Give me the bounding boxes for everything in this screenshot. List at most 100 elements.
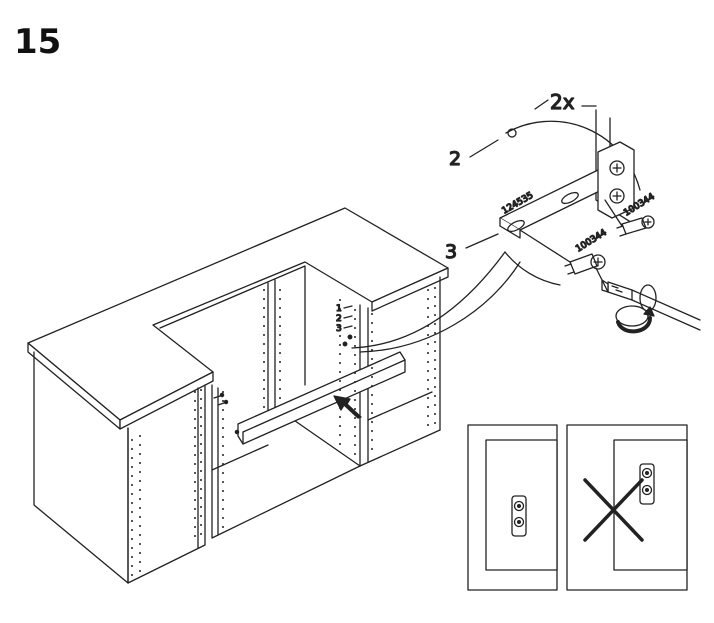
panel-incorrect-board	[613, 439, 688, 571]
shelf-hole-dot	[194, 436, 196, 438]
shelf-hole-dot	[427, 424, 429, 426]
shelf-hole-dot	[222, 499, 224, 501]
plate-screw-bottom-cross	[612, 191, 622, 201]
screw-lower	[519, 229, 606, 275]
shelf-hole-dot	[279, 388, 281, 390]
shelf-hole-dot	[222, 391, 224, 393]
detail-view: 2x 2 3 124535	[444, 89, 701, 334]
shelf-hole-dot	[263, 352, 265, 354]
plate-screw-bottom	[609, 188, 625, 204]
shelf-hole-dot	[279, 361, 281, 363]
shelf-hole-dot	[200, 524, 202, 526]
middle-shelf-hint	[211, 444, 269, 471]
shelf-hole-dot	[194, 445, 196, 447]
shelf-hole-dot	[371, 439, 373, 441]
right-cabinet-bottom	[359, 429, 441, 467]
shelf-hole-dot	[139, 444, 141, 446]
shelf-hole-dot	[339, 335, 341, 337]
shelf-hole-dot	[279, 343, 281, 345]
shelf-hole-dot	[434, 350, 436, 352]
shelf-hole-dot	[131, 457, 133, 459]
front-rail-edge	[242, 359, 406, 433]
shelf-hole-dot	[434, 305, 436, 307]
shelf-hole-dot	[263, 379, 265, 381]
hole-marker	[507, 128, 517, 138]
step-number: 15	[14, 22, 62, 62]
shelf-hole-dot	[371, 403, 373, 405]
shelf-hole-dot	[263, 397, 265, 399]
shelf-hole-dot	[354, 345, 356, 347]
shelf-hole-dot	[339, 317, 341, 319]
shelf-hole-dot	[427, 406, 429, 408]
shelf-hole-dot	[434, 413, 436, 415]
shelf-hole-dot	[263, 406, 265, 408]
hole-number-1: 1	[336, 304, 342, 314]
countertop-front-edge	[119, 371, 214, 430]
shelf-hole-dot	[279, 316, 281, 318]
shelf-hole-dot	[339, 389, 341, 391]
shelf-hole-dot	[371, 448, 373, 450]
shelf-hole-dot	[427, 325, 429, 327]
shelf-hole-dot	[131, 547, 133, 549]
screwdriver-guide	[595, 267, 609, 293]
screwdriver-icon	[601, 279, 701, 331]
shelf-hole-dot	[200, 443, 202, 445]
shelf-hole-dot	[339, 425, 341, 427]
shelf-hole-dot	[200, 452, 202, 454]
shelf-hole-dot	[131, 448, 133, 450]
shelf-hole-dot	[194, 490, 196, 492]
shelf-hole-dot	[131, 466, 133, 468]
shelf-hole-dot	[222, 481, 224, 483]
rear-top-edge	[159, 265, 306, 386]
shelf-hole-dot	[354, 318, 356, 320]
shelf-hole-dot	[194, 454, 196, 456]
shelf-hole-dot	[200, 461, 202, 463]
hole-number-3: 3	[336, 324, 342, 334]
shelf-hole-dot	[200, 533, 202, 535]
shelf-hole-dot	[279, 298, 281, 300]
shelf-hole-dot	[263, 388, 265, 390]
shelf-hole-dot	[139, 462, 141, 464]
shelf-hole-dot	[339, 344, 341, 346]
shelf-hole-dot	[427, 415, 429, 417]
shelf-hole-dot	[427, 361, 429, 363]
shelf-hole-dot	[139, 543, 141, 545]
shelf-hole-dot	[427, 397, 429, 399]
shelf-hole-dot	[200, 434, 202, 436]
shelf-hole-dot	[339, 407, 341, 409]
shelf-hole-dot	[222, 436, 224, 438]
shelf-hole-dot	[427, 379, 429, 381]
countertop-right-edge	[371, 267, 449, 312]
shelf-hole-dot	[339, 371, 341, 373]
shelf-hole-dot	[354, 399, 356, 401]
shelf-hole-dot	[263, 316, 265, 318]
shelf-hole-dot	[131, 493, 133, 495]
shelf-hole-dot	[354, 408, 356, 410]
shelf-hole-dot	[131, 574, 133, 576]
shelf-hole-dot	[354, 327, 356, 329]
shelf-hole-dot	[434, 386, 436, 388]
qty-leader	[534, 99, 549, 110]
shelf-hole-dot	[339, 353, 341, 355]
shelf-hole-dot	[279, 379, 281, 381]
hole-tick-1	[343, 305, 353, 309]
shelf-hole-dot	[222, 418, 224, 420]
shelf-hole-dot	[434, 368, 436, 370]
shelf-hole-dot	[139, 534, 141, 536]
shelf-hole-dot	[434, 314, 436, 316]
shelf-hole-dot	[200, 479, 202, 481]
shelf-hole-dot	[339, 443, 341, 445]
detail-leader-line-2	[359, 261, 521, 353]
shelf-hole-dot	[200, 425, 202, 427]
shelf-hole-dot	[222, 454, 224, 456]
shelf-hole-dot	[427, 334, 429, 336]
shelf-hole-dot	[222, 490, 224, 492]
shelf-hole-dot	[434, 359, 436, 361]
shelf-hole-dot	[194, 535, 196, 537]
shelf-hole-dot	[200, 506, 202, 508]
shelf-hole-dot	[371, 367, 373, 369]
shelf-hole-dot	[339, 398, 341, 400]
shelf-hole-dot	[263, 325, 265, 327]
shelf-hole-dot	[371, 412, 373, 414]
